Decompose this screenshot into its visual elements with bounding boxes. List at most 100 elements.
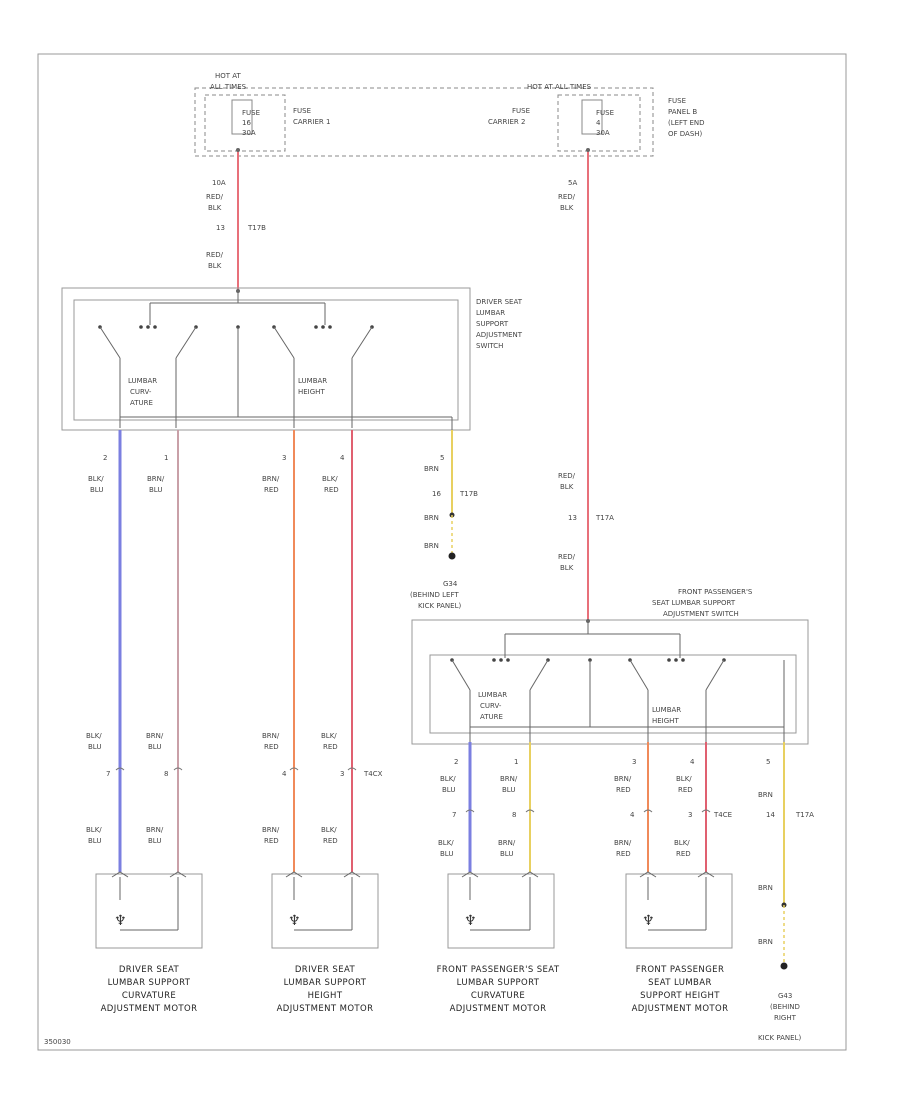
right-feed-terminal [586,148,590,152]
driver-switch-title-5: SWITCH [476,342,503,350]
ppin-4-c2: RED [678,786,693,794]
driver-sec-right-1: LUMBAR [298,377,327,385]
motor-1-l1: DRIVER SEAT [119,965,180,975]
driver-switch-outer [61,287,471,431]
driver-switch-input-node [236,289,240,293]
ppin-2-num: 1 [514,758,518,766]
motor-passenger-curvature: ♆ [447,871,555,949]
fuse-panel-l3: (LEFT END [668,119,705,127]
fuse-panel-l2: PANEL B [668,108,697,116]
driver-switch-title-2: LUMBAR [476,309,505,317]
ppin-4-num: 4 [690,758,695,766]
dconn-4-code: T4CX [363,770,383,778]
right-feed-c4: BLK [560,483,574,491]
driver-sec-left-2: CURV- [130,388,152,396]
pass-sec-left-2: CURV- [480,702,502,710]
motor-icon: ♆ [288,913,301,929]
dconn-2-b2: BLU [148,837,161,845]
dground-l3: KICK PANEL) [418,602,461,610]
ground-g34-icon [448,552,456,560]
driver-switch-contacts [98,325,374,329]
dconn-4-b2: RED [323,837,338,845]
motor-1-l3: CURVATURE [122,991,176,1001]
dpin-2-c1: BRN/ [147,475,165,483]
driver-blade-1 [99,326,121,359]
dconn-1-c1: BLK/ [86,732,102,740]
pconn-3-pin: 4 [630,811,635,819]
driver-sec-right-2: HEIGHT [298,388,325,396]
fuse-4-icon [581,99,603,135]
pass-sec-right-2: HEIGHT [652,717,679,725]
fuse-right-l1: FUSE [596,109,614,117]
pconn-2-b1: BRN/ [498,839,516,847]
left-feed-c1: RED/ [206,193,224,201]
pground-l1: G43 [778,992,792,1000]
dground-l1: G34 [443,580,458,588]
dground-code: T17B [459,490,478,498]
pconn-2-pin: 8 [512,811,516,819]
dpin-2-c2: BLU [149,486,162,494]
dconn-2-pin: 8 [164,770,168,778]
motor-4-l4: ADJUSTMENT MOTOR [632,1004,729,1014]
ppin-5-num: 5 [766,758,770,766]
dground-l2: (BEHIND LEFT [410,591,459,599]
dground-wire: BRN [424,514,439,522]
dconn-1-c2: BLU [88,743,101,751]
driver-switch-title-4: ADJUSTMENT [476,331,523,339]
motor-3-l2: LUMBAR SUPPORT [457,978,540,988]
right-feed-c2: BLK [560,204,574,212]
dconn-4-c2: RED [323,743,338,751]
right-feed-c5: RED/ [558,553,576,561]
dconn-2-c1: BRN/ [146,732,164,740]
pconn-3-b1: BRN/ [614,839,632,847]
ground-g43-icon [780,962,788,970]
ppin-5-c1: BRN [758,791,773,799]
dconn-3-c1: BRN/ [262,732,280,740]
carrier-right-l1: FUSE [512,107,530,115]
pground-l4: KICK PANEL) [758,1034,801,1042]
right-feed-conn: 13 [568,514,577,522]
pconn-4-code: T4CE [713,811,732,819]
right-feed-c6: BLK [560,564,574,572]
pconn-4-b1: BLK/ [674,839,690,847]
dconn-3-c2: RED [264,743,279,751]
pground-wire2: BRN [758,938,773,946]
ppin-1-c2: BLU [442,786,455,794]
motor-icon: ♆ [464,913,477,929]
pass-blade-4 [705,659,725,691]
ppin-2-c1: BRN/ [500,775,518,783]
driver-blade-2 [175,326,197,359]
ppin-3-num: 3 [632,758,636,766]
dconn-1-b1: BLK/ [86,826,102,834]
motor-icon: ♆ [642,913,655,929]
driver-connector-marks [115,767,357,771]
hot-label-left-2: ALL TIMES [210,83,247,91]
pass-blade-2 [529,659,549,691]
dconn-2-c2: BLU [148,743,161,751]
driver-blade-3 [273,326,295,359]
motor-passenger-height: ♆ [625,871,733,949]
passenger-switch-contacts [450,658,726,662]
pground-wire: BRN [758,884,773,892]
pground-conn: 14 [766,811,775,819]
passenger-connector-marks [465,809,711,813]
dconn-3-pin: 4 [282,770,287,778]
pass-blade-3 [629,659,649,691]
fuse-panel-l4: OF DASH) [668,130,703,138]
left-feed-c4: BLK [208,262,222,270]
dconn-1-b2: BLU [88,837,101,845]
right-feed-code: T17A [595,514,614,522]
dconn-4-c1: BLK/ [321,732,337,740]
right-feed-gauge: 5A [568,179,577,187]
pass-switch-title-3: ADJUSTMENT SWITCH [663,610,739,618]
ppin-3-c2: RED [616,786,631,794]
motor-4-l1: FRONT PASSENGER [636,965,725,975]
left-feed-terminal [236,148,240,152]
motor-3-l3: CURVATURE [471,991,525,1001]
dpin-1-c1: BLK/ [88,475,104,483]
dpin-5-num: 5 [440,454,444,462]
motor-1-l2: LUMBAR SUPPORT [108,978,191,988]
motor-4-l3: SUPPORT HEIGHT [640,991,720,1001]
left-feed-code: T17B [247,224,266,232]
dconn-2-b1: BRN/ [146,826,164,834]
